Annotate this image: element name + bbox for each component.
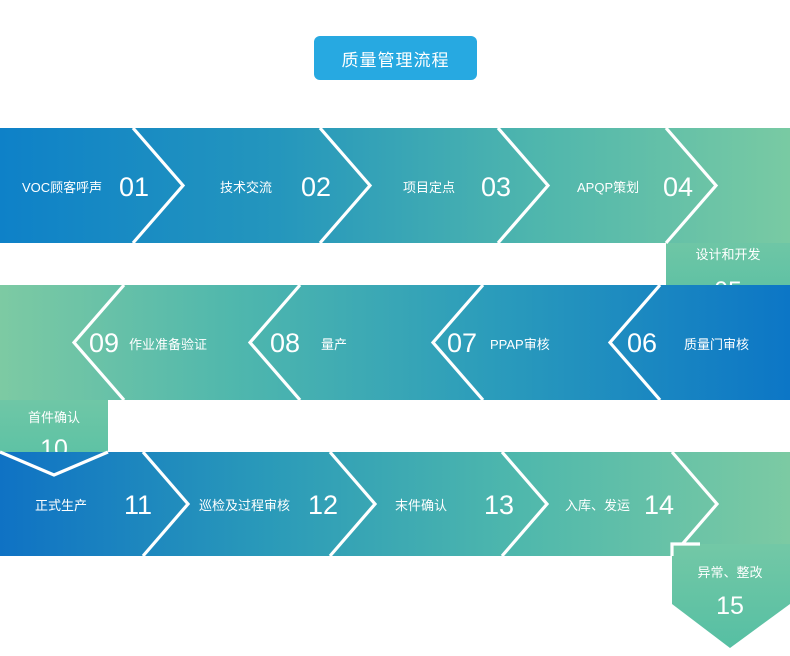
- connector-15-label: 异常、整改: [697, 565, 762, 580]
- connector-15-number: 15: [716, 592, 744, 620]
- row-1-step-03-number: 03: [481, 172, 511, 202]
- row-2-step-08-number: 08: [270, 328, 300, 358]
- connector-05-label: 设计和开发: [695, 247, 760, 262]
- row-1-band: [0, 126, 790, 245]
- row-3-background: [0, 452, 790, 556]
- row-2-step-07-label: PPAP审核: [490, 337, 550, 352]
- row-2-step-08[interactable]: 08 量产: [270, 328, 347, 358]
- row-1-step-02-label: 技术交流: [220, 180, 272, 195]
- connector-15[interactable]: 异常、整改 15: [670, 542, 790, 648]
- row-1-step-01-label: VOC顾客呼声: [22, 180, 102, 195]
- row-2-step-09-label: 作业准备验证: [129, 337, 207, 352]
- row-2-sep-2: [247, 283, 302, 402]
- row-3-sep-4: [670, 450, 720, 558]
- row-2-step-08-label: 量产: [321, 337, 347, 352]
- row-3-step-14-number: 14: [644, 490, 674, 520]
- row-2-step-09-number: 09: [89, 328, 119, 358]
- row-1-step-04-number: 04: [663, 172, 693, 202]
- connector-15-shape: [672, 544, 790, 648]
- row-2-step-07-number: 07: [447, 328, 477, 358]
- row-2-step-06-number: 06: [627, 328, 657, 358]
- row-3-step-13-number: 13: [484, 490, 514, 520]
- row-2-step-07[interactable]: 07 PPAP审核: [447, 328, 550, 358]
- row-2-step-06-label: 质量门审核: [684, 337, 749, 352]
- row-1-step-02-number: 02: [301, 172, 331, 202]
- page-title: 质量管理流程: [341, 50, 450, 70]
- connector-15-notch: [670, 542, 700, 556]
- row-1-sep-3: [496, 126, 551, 245]
- row-2-sep-4: [607, 283, 662, 402]
- row-1-step-04-label: APQP策划: [577, 180, 639, 195]
- row-1-sep-1: [131, 126, 186, 245]
- row-3-sep-2: [328, 450, 378, 558]
- row-3-step-12-label: 巡检及过程审核: [199, 498, 290, 513]
- row-3-step-12[interactable]: 巡检及过程审核 12: [199, 490, 338, 520]
- row-1-step-03[interactable]: 项目定点 03: [403, 172, 511, 202]
- row-3-step-12-number: 12: [308, 490, 338, 520]
- row-3-step-13-label: 末件确认: [395, 498, 447, 513]
- row-1-sep-4: [664, 126, 719, 245]
- row-1-sep-2: [318, 126, 373, 245]
- row-3-step-14[interactable]: 入库、发运 14: [565, 490, 674, 520]
- row-3-sep-1: [141, 450, 191, 558]
- row-1-step-03-label: 项目定点: [403, 180, 455, 195]
- row-1-background: [0, 128, 790, 243]
- row-3-step-14-label: 入库、发运: [565, 498, 630, 513]
- row-1-step-01[interactable]: VOC顾客呼声 01: [22, 172, 149, 202]
- row-2-sep-1: [71, 283, 126, 402]
- connector-10-label: 首件确认: [28, 410, 80, 425]
- row-3-band: [0, 450, 790, 558]
- row-2-sep-3: [430, 283, 485, 402]
- row-3-step-13[interactable]: 末件确认 13: [395, 490, 514, 520]
- diagram-title-pill: 质量管理流程: [314, 36, 477, 80]
- row-3-sep-3: [500, 450, 550, 558]
- row-2-step-09[interactable]: 09 作业准备验证: [89, 328, 207, 358]
- row-2-background: [0, 285, 790, 400]
- row-2-band: [0, 283, 790, 402]
- row-3-step-11-label: 正式生产: [35, 498, 87, 513]
- row-1-step-01-number: 01: [119, 172, 149, 202]
- row-2-step-06[interactable]: 06 质量门审核: [627, 328, 749, 358]
- connector-10-notch: [0, 450, 109, 477]
- row-3-step-11-number: 11: [124, 490, 152, 520]
- row-1-step-02[interactable]: 技术交流 02: [220, 172, 331, 202]
- row-1-step-04[interactable]: APQP策划 04: [577, 172, 693, 202]
- row-3-step-11[interactable]: 正式生产 11: [35, 490, 152, 520]
